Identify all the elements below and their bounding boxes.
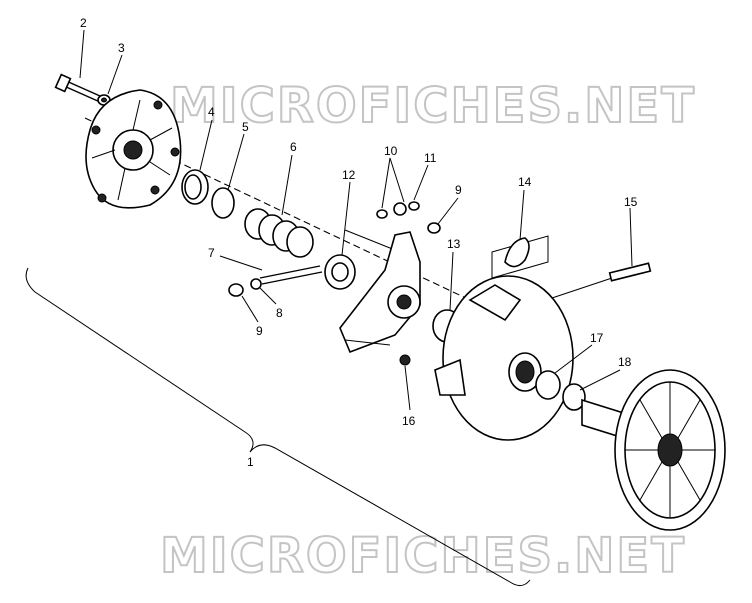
nut xyxy=(324,254,356,290)
watermark-bottom: MICROFICHES.NET xyxy=(160,528,686,584)
sheave-washer xyxy=(562,383,586,411)
small-washer xyxy=(376,209,388,219)
assembly-bracket xyxy=(25,267,531,586)
callout-8: 8 xyxy=(276,306,283,320)
roller-lower xyxy=(228,283,244,297)
shim xyxy=(491,235,549,279)
fixed-sheave xyxy=(581,369,726,531)
moveable-sheave xyxy=(434,275,574,441)
callout-15: 15 xyxy=(624,195,638,209)
callout-4: 4 xyxy=(208,105,215,119)
callout-14: 14 xyxy=(518,175,532,189)
nut-small xyxy=(399,354,411,366)
callout-1: 1 xyxy=(247,455,254,469)
shaft-pin xyxy=(551,262,652,299)
sheave-bushing xyxy=(535,370,561,400)
callout-6: 6 xyxy=(290,140,297,154)
axis-segment xyxy=(344,229,396,251)
roller-upper xyxy=(427,222,441,234)
bushing-small xyxy=(393,202,407,216)
callout-18: 18 xyxy=(618,355,632,369)
callout-11: 11 xyxy=(424,151,437,165)
callout-13: 13 xyxy=(447,237,461,251)
callout-5: 5 xyxy=(242,120,249,134)
callout-3: 3 xyxy=(118,41,125,55)
bushing xyxy=(181,169,209,205)
leader-lines xyxy=(79,29,633,411)
callout-7: 7 xyxy=(208,246,215,260)
snap-ring xyxy=(211,187,235,219)
bolt xyxy=(54,73,101,103)
callout-2: 2 xyxy=(80,16,87,30)
pin xyxy=(259,265,323,285)
callout-17: 17 xyxy=(590,331,604,345)
small-nut xyxy=(408,201,420,211)
callout-9-lower: 9 xyxy=(256,324,263,338)
callout-12: 12 xyxy=(342,168,356,182)
callout-10: 10 xyxy=(384,144,398,158)
callout-9-upper: 9 xyxy=(455,183,462,197)
callout-16: 16 xyxy=(402,414,416,428)
watermark-top: MICROFICHES.NET xyxy=(170,78,696,134)
spring xyxy=(244,208,314,258)
clutch-cover xyxy=(85,89,182,209)
spider-arm xyxy=(339,231,421,354)
o-ring xyxy=(250,278,262,290)
